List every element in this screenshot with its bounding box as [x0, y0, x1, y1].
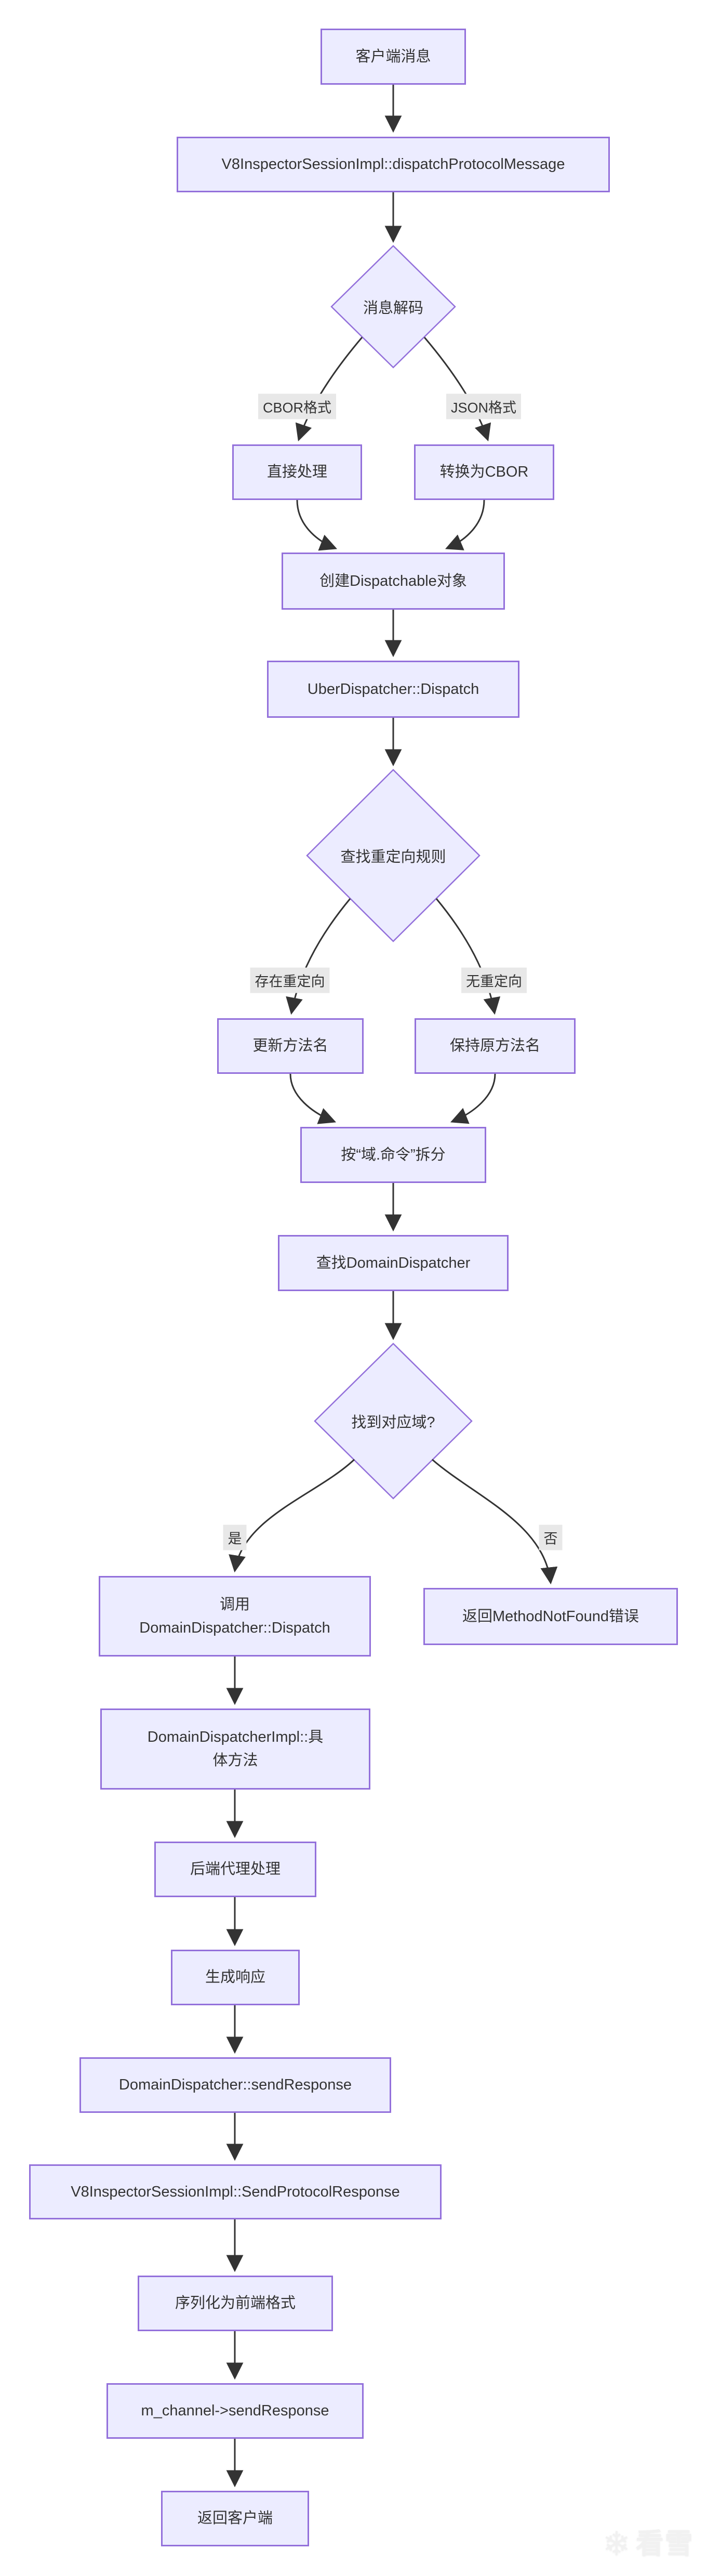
node-uber-dispatcher-dispatch: UberDispatcher::Dispatch [267, 661, 519, 718]
edge-convert-to-create [445, 500, 485, 550]
decision-label-domain-found: 找到对应域? [351, 1414, 435, 1431]
node-serialize-frontend-format: 序列化为前端格式 [138, 2276, 333, 2331]
node-create-dispatchable: 创建Dispatchable对象 [282, 553, 505, 610]
node-channel-send-response: m_channel->sendResponse [106, 2383, 364, 2439]
node-send-protocol-response: V8InspectorSessionImpl::SendProtocolResp… [29, 2164, 442, 2219]
node-keep-method-name: 保持原方法名 [415, 1018, 576, 1074]
node-client-message: 客户端消息 [321, 29, 466, 85]
label-redirect-exists: 存在重定向 [250, 967, 330, 993]
edge-direct-to-create [296, 500, 338, 551]
node-generate-response: 生成响应 [171, 1950, 300, 2005]
edge-update-to-split [289, 1073, 337, 1124]
decision-label-decode-message: 消息解码 [363, 300, 424, 317]
node-split-domain-command: 按“域.命令”拆分 [300, 1127, 486, 1183]
decision-decode-message [330, 245, 456, 369]
edge-redirect-to-keep [435, 898, 501, 1015]
edge-domainq-to-notfound [432, 1458, 558, 1585]
node-find-domain-dispatcher: 查找DomainDispatcher [278, 1235, 509, 1291]
node-convert-to-cbor: 转换为CBOR [414, 444, 554, 500]
label-yes: 是 [223, 1524, 247, 1550]
edge-domainq-to-call [229, 1458, 355, 1573]
node-domain-dispatcher-send-response: DomainDispatcher::sendResponse [79, 2057, 391, 2113]
node-call-domain-dispatcher: 调用 DomainDispatcher::Dispatch [99, 1576, 371, 1657]
node-dispatch-protocol-message: V8InspectorSessionImpl::dispatchProtocol… [177, 137, 610, 192]
watermark-text: 看雪 [635, 2528, 694, 2559]
node-return-method-not-found: 返回MethodNotFound错误 [423, 1588, 678, 1645]
label-no-redirect: 无重定向 [461, 967, 527, 993]
decision-find-redirect-rule [306, 769, 481, 942]
node-backend-proxy-process: 后端代理处理 [154, 1842, 316, 1897]
edge-keep-to-split [450, 1073, 496, 1124]
edge-redirect-to-update [286, 898, 351, 1015]
node-update-method-name: 更新方法名 [217, 1018, 364, 1074]
edge-decode-to-convert [423, 337, 491, 442]
label-json-format: JSON格式 [446, 393, 522, 419]
node-domain-dispatcher-impl-method: DomainDispatcherImpl::具 体方法 [100, 1708, 370, 1790]
node-direct-process: 直接处理 [232, 444, 362, 500]
edge-decode-to-direct [295, 337, 363, 442]
snowflake-icon: ❄ [603, 2525, 631, 2562]
node-return-to-client: 返回客户端 [161, 2491, 309, 2546]
watermark: ❄ 看雪 [603, 2527, 694, 2560]
label-cbor-format: CBOR格式 [258, 393, 337, 419]
decision-label-find-redirect-rule: 查找重定向规则 [340, 849, 446, 865]
label-no: 否 [539, 1524, 563, 1550]
